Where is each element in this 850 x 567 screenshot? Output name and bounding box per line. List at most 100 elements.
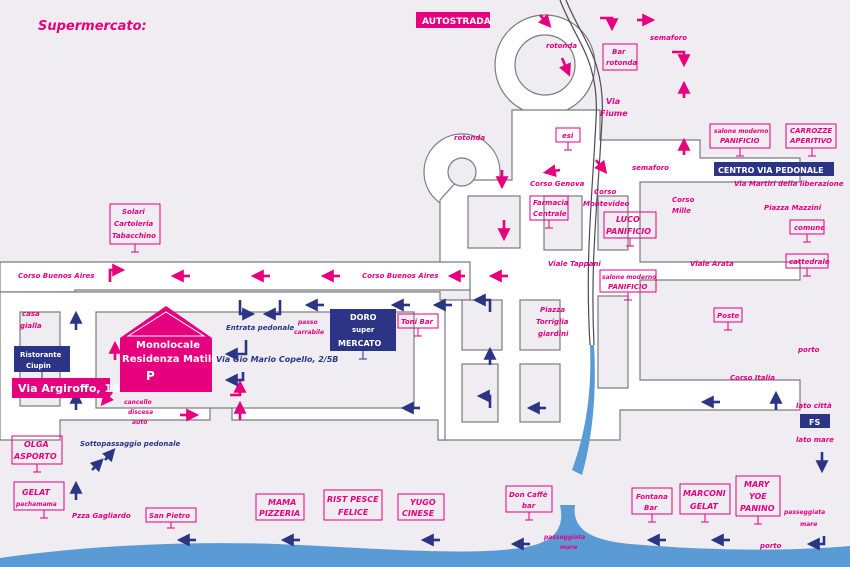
svg-text:pachamama: pachamama [15,501,57,508]
svg-text:PANINO: PANINO [740,504,775,513]
svg-text:P: P [146,369,155,383]
passeggiata-right-1: passeggiata [783,509,825,516]
block-d [461,299,503,351]
block-a [467,195,521,249]
doro-supermercato: DORO super MERCATO [330,309,396,351]
svg-text:YOE: YOE [749,492,767,501]
svg-text:Farmacia: Farmacia [533,199,569,207]
svg-text:OLGA: OLGA [24,440,49,449]
centro-sign-bg [714,162,834,176]
svg-text:Bar: Bar [612,48,626,56]
svg-text:CARROZZE: CARROZZE [790,127,832,135]
monolocale-residenza-matilde: Monolocale Residenza Matilde P [120,306,225,392]
svg-text:FELICE: FELICE [338,508,369,517]
poi-pins [33,142,816,529]
pzza-gagliardo-label: Pzza Gagliardo [72,512,131,520]
casa-gialla-label-1: casa [22,310,40,318]
roundabout-left-center [447,157,477,187]
via-fiume-label-2: Fiume [600,109,628,118]
piazza-torriglia-1: Piazza [540,306,565,314]
lato-mare-label: lato mare [796,436,834,444]
svg-text:YUGO: YUGO [410,498,436,507]
svg-text:Don Caffè: Don Caffè [509,491,548,499]
svg-text:San Pietro: San Pietro [149,512,190,520]
gelat-pachamama-poi: GELAT pachamama [13,481,65,511]
svg-text:Residenza Matilde: Residenza Matilde [122,354,225,365]
svg-text:GELAT: GELAT [690,502,719,511]
svg-text:PIZZERIA: PIZZERIA [259,509,300,518]
svg-text:Toni Bar: Toni Bar [401,318,434,326]
block-c [597,195,629,251]
via-fiume-label-1: Via [606,97,620,106]
carrozze-poi: CARROZZE APERITIVO [785,123,837,149]
pink-direction-arrows [100,13,691,422]
map-title: Supermercato: [38,19,147,34]
corso-mille-label-1: Corso [672,196,695,204]
svg-text:comune: comune [794,224,825,232]
svg-text:bar: bar [522,502,536,510]
svg-text:Tabacchino: Tabacchino [112,232,156,240]
block-f [461,363,499,423]
rist-pesce-felice-poi: RIST PESCE FELICE [323,489,383,521]
svg-text:PANIFICIO: PANIFICIO [606,227,651,236]
svg-text:GELAT: GELAT [22,488,51,497]
river [572,345,595,475]
svg-text:Bar: Bar [644,504,658,512]
svg-text:LUCO: LUCO [616,215,640,224]
svg-text:Fontana: Fontana [636,493,668,501]
porto-bottom-label: porto [759,542,782,550]
fs-sign-bg [800,414,830,428]
autostrada-sign: AUTOSTRADA [422,17,491,27]
passeggiata-right-2: mare [800,521,817,528]
svg-text:Centrale: Centrale [533,210,567,218]
sottopassaggio-label: Sottopassaggio pedonale [80,440,180,448]
svg-text:APERITIVO: APERITIVO [789,137,832,145]
cancello-label-1: cancello [124,399,152,406]
svg-text:ASPORTO: ASPORTO [13,452,57,461]
fs-sign: FS [809,418,820,427]
svg-text:rotonda: rotonda [606,59,637,67]
corso-genova-label: Corso Genova [530,180,585,188]
passeggiata-center-2: mare [560,544,577,551]
block-b [543,195,583,251]
via-argiroffo-label: Via Argiroffo, 19 [18,382,120,395]
svg-text:PANIFICIO: PANIFICIO [608,283,647,291]
svg-text:salone moderno: salone moderno [714,128,768,135]
svg-text:MERCATO: MERCATO [338,339,381,348]
svg-text:Solari: Solari [122,208,145,216]
river-line-2 [565,0,604,346]
sea [0,505,850,567]
piazza-torriglia-3: giardini [538,330,569,338]
via-gio-label: Via Gio Mario Copello, 2/5B [216,355,338,364]
cancello-label-3: auto [132,419,147,426]
svg-text:esi: esi [562,132,574,140]
via-martiri-label: Via Martiri della liberazione [734,180,844,188]
viale-arata-label: Viale Arata [690,260,734,268]
svg-text:super: super [352,326,375,334]
corso-ba-label-1: Corso Buenos Aires [18,272,94,280]
svg-text:MARY: MARY [744,480,771,489]
passeggiata-center-1: passeggiata [543,534,585,541]
svg-text:MARCONI: MARCONI [683,489,726,498]
viale-tappani-label: Viale Tappani [548,260,601,268]
porto-right-label: porto [797,346,820,354]
block-g [519,363,561,423]
piazza-torriglia-2: Torriglia [536,318,569,326]
river-line-1 [559,0,598,346]
passo-label-1: passo [297,319,318,326]
via-argiroffo-bg [12,378,110,398]
mama-pizzeria-poi: MAMA PIZZERIA [255,493,305,521]
svg-text:Ristorante: Ristorante [20,351,62,359]
rotonda-left-label: rotonda [454,134,485,142]
blue-direction-arrows [69,293,829,551]
corso-montevideo-label-1: Corso [594,188,617,196]
passo-label-2: carrabile [294,329,324,336]
svg-text:RIST PESCE: RIST PESCE [327,495,379,504]
entrata-label: Entrata pedonale [226,324,294,332]
cancello-label-2: discesa [128,409,153,416]
autostrada-sign-bg [416,12,490,28]
svg-text:cattedrale: cattedrale [789,258,830,266]
lato-citta-label: lato città [796,402,832,410]
svg-text:MAMA: MAMA [268,498,296,507]
